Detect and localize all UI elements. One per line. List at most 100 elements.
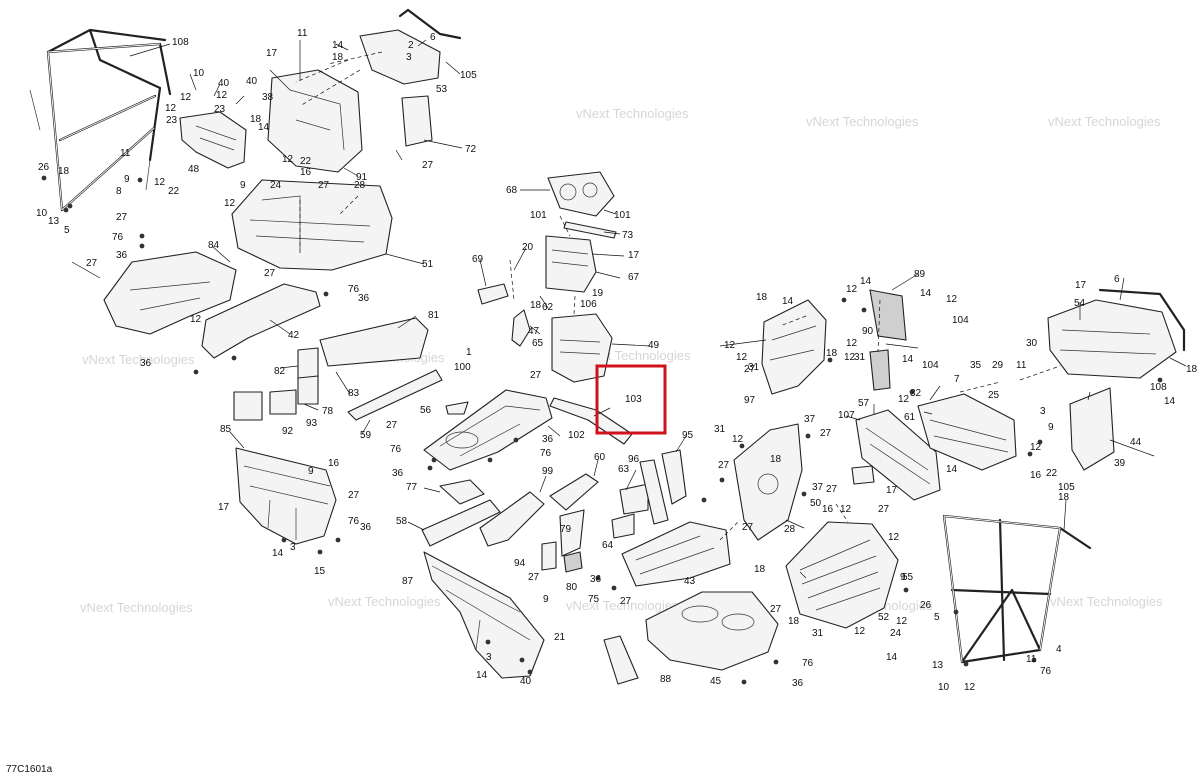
callout: 78 [322,406,334,417]
callout: 36 [542,434,554,445]
bracket-82 [297,347,319,381]
callout: 77 [406,482,418,493]
fastener-dot [719,477,725,483]
callout: 24 [890,628,902,639]
callout: 17 [886,485,898,496]
callout: 82 [274,366,286,377]
fastener-dot [519,657,525,663]
callout: 25 [988,390,1000,401]
callout: 80 [566,582,578,593]
callout: 57 [858,398,870,409]
fastener-dot [1027,451,1033,457]
callout: 12 [854,626,866,637]
callout: 27 [116,212,128,223]
fastener-dot [231,355,237,361]
watermark: vNext Technologies [806,114,919,129]
callout: 51 [422,259,434,270]
callout: 12 [736,352,748,363]
side-panel-48 [179,111,247,169]
callout: 6 [430,32,436,43]
grille-89 [869,289,907,341]
watermark: vNext Technologies [1050,594,1163,609]
fastener-dot [427,465,433,471]
leader-lines [71,39,1187,579]
callout: 48 [188,164,200,175]
callout: 14 [272,548,284,559]
callout: 62 [542,302,554,313]
callout: 10 [938,682,950,693]
callout: 12 [896,616,908,627]
callout: 15 [314,566,326,577]
panel-94 [541,541,557,571]
fastener-dot [827,357,833,363]
callout: 76 [1040,666,1052,677]
callout: 27 [422,160,434,171]
callout: 12 [846,338,858,349]
callout: 11 [120,148,131,159]
callout: 11 [1016,360,1027,371]
callout: 79 [560,524,572,535]
callout: 28 [354,180,366,191]
callout: 101 [614,210,631,221]
panel-96 [639,459,669,525]
callout: 12 [224,198,236,209]
callout: 1 [466,347,472,358]
callout: 31 [854,352,866,363]
fastener-dot [487,457,493,463]
watermark: vNext Technologies [82,352,195,367]
fastener-dot [611,585,617,591]
callout: 27 [744,364,756,375]
callout: 14 [920,288,932,299]
callout: 40 [246,76,258,87]
plate-77 [439,479,485,505]
callout: 12 [180,92,192,103]
panel-99 [479,491,545,547]
watermark: vNext Technologies [1048,114,1161,129]
callout: 101 [530,210,547,221]
callout: 88 [660,674,672,685]
trim-strip-103 [549,397,633,445]
callout: 12 [898,394,910,405]
callout: 22 [300,156,312,167]
callout: 3 [1040,406,1046,417]
fastener-dot [805,433,811,439]
callout: 26 [920,600,932,611]
callout: 23 [214,104,226,115]
fastener-dot [773,659,779,665]
callout: 18 [1058,492,1070,503]
callout: 12 [964,682,976,693]
callout: 54 [1074,298,1086,309]
handle-56 [445,401,469,415]
strip-59 [347,369,443,421]
callout: 21 [554,632,566,643]
callout: 16 [822,504,834,515]
callout: 64 [602,540,614,551]
callout: 36 [360,522,372,533]
highlight-box [595,364,667,435]
center-console-102 [423,389,553,471]
callout: 95 [682,430,694,441]
callout: 81 [428,310,440,321]
callout: 94 [514,558,526,569]
callout: 10 [193,68,205,79]
parts-layer [29,8,1186,685]
shifter-47 [511,309,531,347]
side-panel-44 [1069,387,1115,471]
watermark: vNext Technologies [80,600,193,615]
callout: 49 [648,340,660,351]
callout: 42 [288,330,300,341]
callout: 31 [812,628,824,639]
callout: 18 [788,616,800,627]
callout: 27 [348,490,360,501]
callout: 12 [844,352,856,363]
callout: 12 [724,340,736,351]
floor-panel-45 [645,591,779,671]
callout: 12 [732,434,744,445]
callout: 17 [1075,280,1087,291]
dash-housing-91 [267,69,363,173]
roll-cage-front-left [29,28,172,212]
fastener-dot [137,177,143,183]
callout: 3 [406,52,412,63]
callout: 27 [770,604,782,615]
